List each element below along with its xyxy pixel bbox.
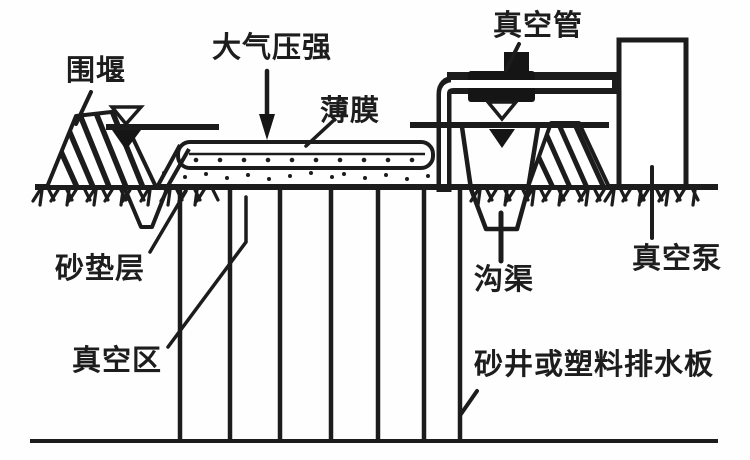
- vertical-drain-lines: [177, 190, 463, 441]
- label-ditch: 沟渠: [474, 263, 534, 296]
- left-trench: [123, 188, 169, 229]
- pipe-fitting-stub: [504, 52, 529, 72]
- membrane-connection-dots: [193, 157, 415, 163]
- water-level-right: [410, 100, 609, 148]
- atmospheric-pressure-arrowhead: [259, 114, 275, 140]
- label-cofferdam: 围堰: [66, 54, 126, 87]
- label-vacuum-pipe: 真空管: [493, 8, 583, 42]
- sand-cushion-dots: [162, 171, 430, 181]
- water-level-filled-triangle-right: [489, 129, 515, 148]
- water-level-hollow-triangle-right: [484, 100, 520, 122]
- vacuum-pump-box: [616, 37, 689, 190]
- leader-vacuum-zone: [166, 195, 248, 349]
- vacuum-pipe-run: [436, 52, 620, 192]
- label-vacuum-zone: 真空区: [72, 343, 162, 377]
- water-level-hollow-triangle-left: [108, 105, 145, 127]
- membrane-and-sand-cushion: [154, 140, 435, 192]
- water-level-filled-triangle-left: [112, 130, 141, 150]
- leader-cofferdam: [74, 90, 93, 126]
- leader-sand-cushion: [148, 189, 188, 254]
- label-vacuum-pump: 真空泵: [632, 241, 722, 275]
- leader-sand-well: [459, 389, 479, 416]
- left-cofferdam: [45, 109, 158, 189]
- membrane-left-slope-outer: [154, 144, 182, 190]
- label-sand-cushion: 砂垫层: [55, 252, 145, 285]
- membrane-band: [176, 140, 435, 170]
- water-level-left: [106, 105, 219, 150]
- label-atmospheric-pressure: 大气压强: [212, 31, 332, 64]
- leader-membrane: [304, 119, 335, 148]
- leader-vacuum-pipe: [504, 42, 521, 72]
- label-sand-well-or-plastic-drain-board: 砂井或塑料排水板: [474, 348, 714, 381]
- label-membrane: 薄膜: [320, 94, 380, 127]
- right-trench-wall-left-upper: [459, 126, 474, 190]
